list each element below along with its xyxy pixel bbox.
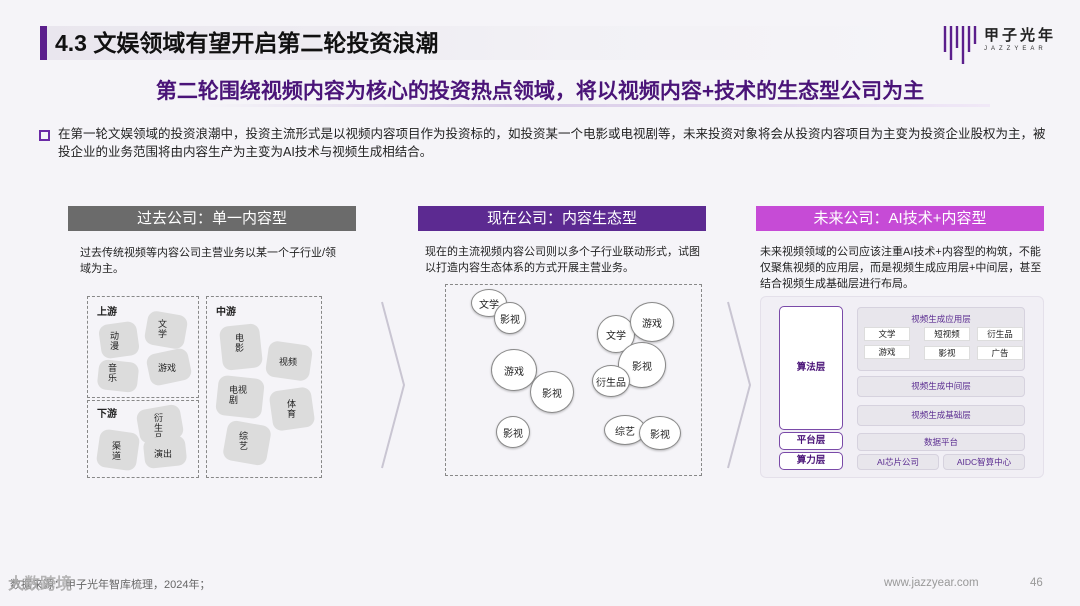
aidc-box: AIDC智算中心 [943,454,1025,470]
piece-label: 电影 [235,333,247,353]
midstream-label: 中游 [216,303,236,318]
compute-layer: 算力层 [779,452,843,470]
app-item: 广告 [977,346,1023,360]
upstream-box: 上游 动漫 文学 音乐 游戏 [87,296,199,398]
piece-label: 游戏 [158,361,176,374]
logo-text-cn: 甲子光年 [984,24,1056,45]
downstream-box: 下游 衍生品 渠道 演出 [87,400,199,478]
mid-layer-box: 视频生成中间层 [857,376,1025,397]
col-present-desc: 现在的主流视频内容公司则以多个子行业联动形式，试图以打造内容生态体系的方式开展主… [425,244,705,276]
app-item: 衍生品 [977,327,1023,341]
bullet-square-icon [39,130,50,141]
piece-label: 动漫 [110,331,122,351]
data-platform-box: 数据平台 [857,433,1025,451]
piece-label: 演出 [154,447,172,460]
app-item: 影视 [924,346,970,360]
ai-chip-box: AI芯片公司 [857,454,939,470]
app-item: 短视频 [924,327,970,341]
col-past-header: 过去公司：单一内容型 [68,206,356,231]
col-past-desc: 过去传统视频等内容公司主营业务以某一个子行业/领域为主。 [80,245,345,277]
piece-label: 电视剧 [229,385,253,405]
col-future-header: 未来公司：AI技术+内容型 [756,206,1044,231]
chevron-right-icon [380,300,408,470]
algorithm-layer: 算法层 [779,306,843,430]
bubble: 影视 [496,416,530,448]
bubble: 影视 [530,371,574,413]
piece-label: 视频 [279,355,297,368]
piece-label: 体育 [287,399,299,419]
bubble: 衍生品 [592,365,630,397]
subtitle-underline [200,104,990,107]
intro-paragraph: 在第一轮文娱领域的投资浪潮中，投资主流形式是以视频内容项目作为投资标的，如投资某… [58,125,1048,161]
watermark-text: 大数跨境 [8,570,72,594]
piece-label: 渠道 [112,441,124,461]
website-url: www.jazzyear.com [884,577,979,589]
page-title: 4.3 文娱领域有望开启第二轮投资浪潮 [55,28,438,58]
subtitle: 第二轮围绕视频内容为核心的投资热点领域，将以视频内容+技术的生态型公司为主 [0,75,1080,105]
logo-text-en: JAZZYEAR [984,46,1047,52]
col-present-header: 现在公司：内容生态型 [418,206,706,231]
platform-layer: 平台层 [779,432,843,450]
piece-label: 文学 [158,319,170,339]
logo-mark-icon [941,22,981,66]
page-number: 46 [1030,577,1043,589]
bubble: 游戏 [630,302,674,342]
app-item: 游戏 [864,345,910,359]
col-future-desc: 未来视频领域的公司应该注重AI技术+内容型的构筑，不能仅聚焦视频的应用层，而是视… [760,244,1045,292]
midstream-box: 中游 电影 视频 电视剧 体育 综艺 [206,296,322,478]
title-accent-bar [40,26,47,60]
downstream-label: 下游 [97,405,117,420]
piece-label: 综艺 [239,431,251,451]
chevron-right-icon [726,300,754,470]
bubble: 影视 [639,416,681,450]
app-item: 文学 [864,327,910,341]
app-layer-label: 视频生成应用层 [858,313,1024,325]
bubble: 影视 [494,302,526,334]
base-layer-box: 视频生成基础层 [857,405,1025,426]
piece-label: 音乐 [108,363,120,383]
upstream-label: 上游 [97,303,117,318]
